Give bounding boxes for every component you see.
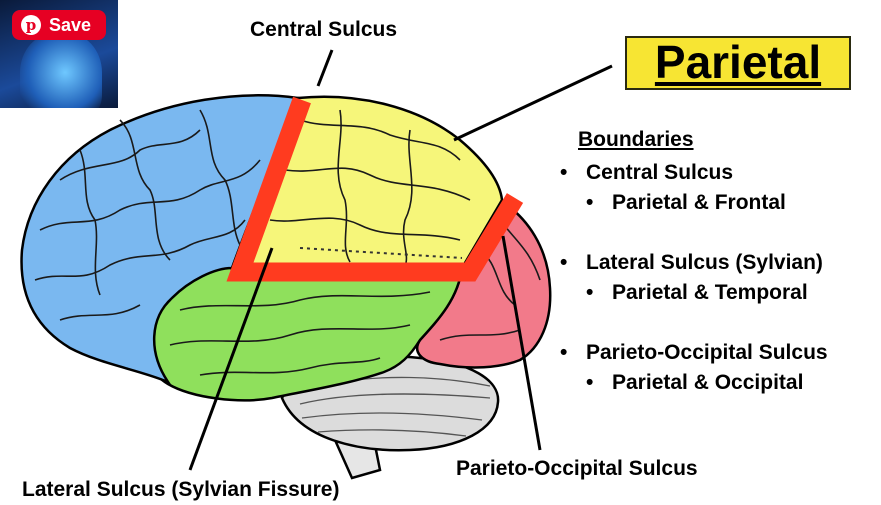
boundary-group: •Lateral Sulcus (Sylvian) •Parietal & Te… bbox=[560, 248, 828, 308]
parietal-pointer bbox=[453, 64, 613, 142]
parieto-occipital-pointer bbox=[501, 235, 542, 451]
lateral-sulcus-pointer bbox=[188, 247, 274, 471]
pinterest-icon: p bbox=[21, 15, 41, 35]
boundary-group: •Central Sulcus •Parietal & Frontal bbox=[560, 158, 828, 218]
boundary-sub-item: •Parietal & Temporal bbox=[586, 281, 808, 304]
parieto-occipital-label: Parieto-Occipital Sulcus bbox=[456, 457, 698, 480]
frontal-gyri bbox=[34, 109, 261, 321]
save-button-label: Save bbox=[49, 14, 92, 35]
boundary-item: •Central Sulcus bbox=[560, 161, 734, 184]
boundary-item: •Lateral Sulcus (Sylvian) bbox=[560, 251, 823, 274]
central-sulcus-label: Central Sulcus bbox=[250, 18, 398, 41]
page-title: Parietal bbox=[654, 36, 822, 88]
boundaries-panel: Boundaries •Central Sulcus •Parietal & F… bbox=[560, 128, 828, 428]
parietal-boundary-highlight bbox=[226, 96, 524, 282]
lateral-sulcus-label: Lateral Sulcus (Sylvian Fissure) bbox=[22, 478, 340, 501]
temporal-gyri bbox=[169, 291, 431, 376]
boundary-sub-item: •Parietal & Frontal bbox=[586, 191, 786, 214]
title-box: Parietal bbox=[625, 36, 851, 90]
boundary-item: •Parieto-Occipital Sulcus bbox=[560, 341, 828, 364]
save-button[interactable]: p Save bbox=[12, 10, 106, 40]
boundaries-heading: Boundaries bbox=[578, 128, 694, 151]
parietal-gyri bbox=[269, 109, 471, 267]
boundary-group: •Parieto-Occipital Sulcus •Parietal & Oc… bbox=[560, 338, 828, 398]
head-thumbnail bbox=[20, 32, 102, 108]
boundary-sub-item: •Parietal & Occipital bbox=[586, 371, 804, 394]
central-sulcus-pointer bbox=[316, 49, 334, 87]
save-badge: p Save bbox=[0, 0, 118, 108]
